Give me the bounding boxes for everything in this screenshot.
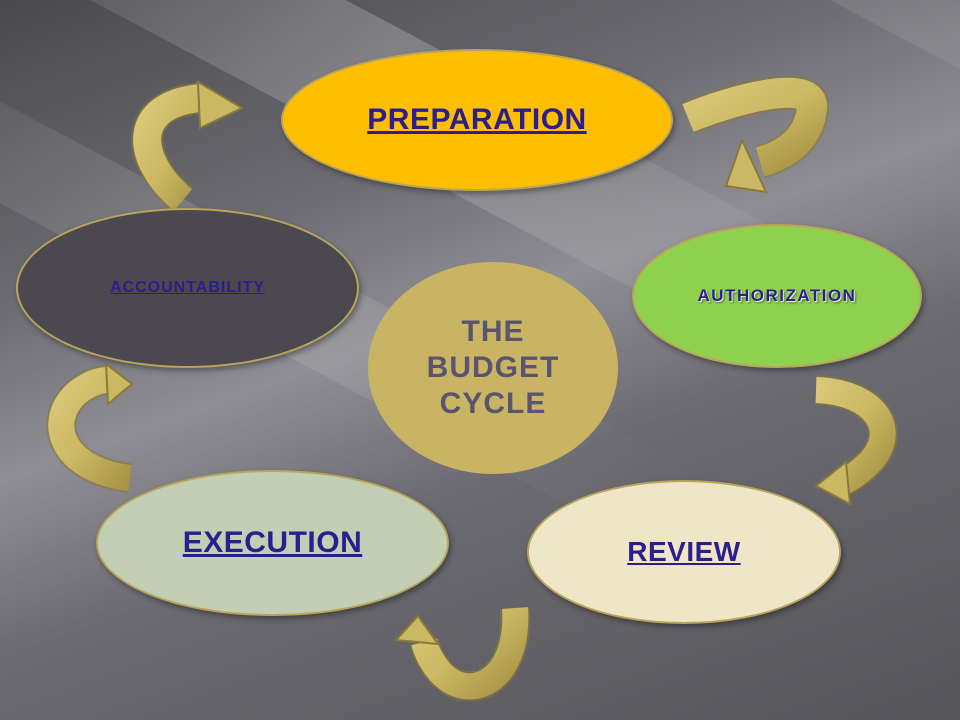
arrow-preparation-to-authorization	[681, 75, 829, 194]
node-accountability: ACCOUNTABILITY	[16, 208, 359, 368]
node-execution: EXECUTION	[96, 470, 449, 616]
preparation-label[interactable]: PREPARATION	[367, 103, 587, 136]
execution-label[interactable]: EXECUTION	[182, 526, 363, 559]
arrow-execution-to-accountability	[46, 361, 134, 493]
authorization-label[interactable]: AUTHORIZATION	[697, 286, 857, 305]
review-label[interactable]: REVIEW	[627, 536, 741, 567]
node-authorization: AUTHORIZATION	[632, 224, 922, 368]
center-title-line: BUDGET	[426, 351, 560, 384]
center-title-line: CYCLE	[439, 387, 547, 420]
node-review: REVIEW	[527, 480, 841, 624]
accountability-label[interactable]: ACCOUNTABILITY	[109, 279, 266, 296]
arrow-authorization-to-review	[814, 375, 898, 506]
center-title-circle: THE BUDGET CYCLE	[368, 262, 618, 474]
arrow-review-to-execution	[393, 606, 531, 702]
node-preparation: PREPARATION	[281, 49, 673, 191]
center-title-line: THE	[461, 315, 525, 348]
arrow-accountability-to-preparation	[131, 80, 245, 213]
